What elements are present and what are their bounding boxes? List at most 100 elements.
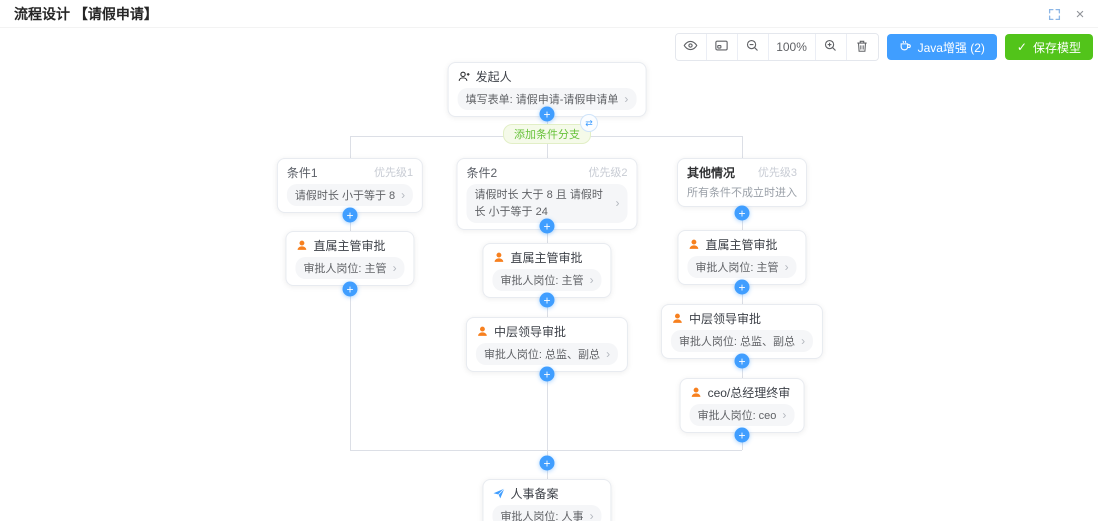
node-title: 中层领导审批: [493, 324, 566, 339]
condition-priority: 优先级1: [373, 167, 414, 179]
connector-line: [350, 279, 351, 450]
add-node-button[interactable]: [734, 427, 750, 443]
condition-detail: 所有条件不成立时进入: [687, 187, 797, 199]
header: 流程设计 【请假申请】 ×: [0, 0, 1098, 28]
zoom-level: 100%: [769, 34, 816, 60]
detail-text: 审批人岗位: 主管: [500, 275, 584, 287]
java-cup-icon: [899, 39, 912, 55]
chevron-right-icon: [401, 189, 405, 202]
node-detail[interactable]: 审批人岗位: 主管: [687, 256, 797, 278]
condition-priority: 优先级3: [757, 167, 797, 179]
approval-node[interactable]: 直属主管审批 审批人岗位: 主管: [677, 230, 807, 285]
chevron-right-icon: [801, 335, 805, 348]
approval-node[interactable]: 中层领导审批 审批人岗位: 总监、副总: [660, 304, 824, 359]
start-node[interactable]: 发起人 填写表单: 请假申请-请假申请单: [447, 62, 647, 117]
node-detail[interactable]: 填写表单: 请假申请-请假申请单: [457, 88, 637, 110]
save-model-button[interactable]: 保存模型: [1004, 34, 1093, 60]
detail-text: 审批人岗位: 总监、副总: [483, 349, 601, 361]
add-condition-branch-button[interactable]: 添加条件分支: [503, 124, 591, 144]
flow-canvas[interactable]: 100% Java增强 (2) 保存模型: [0, 28, 1098, 521]
node-title: 发起人: [475, 69, 512, 84]
node-title: 直属主管审批: [510, 250, 583, 265]
connector-line: [350, 136, 351, 158]
add-node-button[interactable]: [539, 292, 555, 308]
zoom-out-icon: [745, 38, 760, 56]
zoom-in-icon: [823, 38, 838, 56]
paper-plane-icon: [492, 487, 505, 500]
chevron-right-icon: [590, 510, 594, 521]
condition-node[interactable]: 条件1 优先级1 请假时长 小于等于 8: [276, 158, 424, 213]
node-detail[interactable]: 审批人岗位: 人事: [492, 505, 602, 521]
detail-text: 审批人岗位: ceo: [697, 410, 777, 422]
approver-icon: [492, 251, 505, 264]
approval-node[interactable]: ceo/总经理终审 审批人岗位: ceo: [679, 378, 805, 433]
detail-text: 审批人岗位: 主管: [303, 263, 387, 275]
java-enhance-label: Java增强 (2): [917, 40, 985, 55]
add-node-button[interactable]: [539, 218, 555, 234]
zoom-in-button[interactable]: [815, 34, 847, 60]
add-node-button[interactable]: [734, 205, 750, 221]
node-title: ceo/总经理终审: [707, 385, 791, 400]
add-node-button[interactable]: [342, 281, 358, 297]
check-icon: [1017, 40, 1027, 54]
window-controls: ×: [1046, 0, 1088, 28]
approver-icon: [687, 238, 700, 251]
condition-detail[interactable]: 请假时长 大于 8 且 请假时长 小于等于 24: [466, 184, 628, 223]
node-title: 直属主管审批: [313, 238, 386, 253]
zoom-out-button[interactable]: [737, 34, 769, 60]
detail-text: 填写表单: 请假申请-请假申请单: [465, 94, 619, 106]
condition-title: 条件1: [286, 165, 318, 180]
minimap-button[interactable]: [706, 34, 738, 60]
approver-icon: [671, 312, 684, 325]
add-node-button[interactable]: [342, 207, 358, 223]
chevron-right-icon: [782, 409, 786, 422]
canvas-toolbar: 100% Java增强 (2) 保存模型: [674, 33, 1093, 61]
condition-title: 条件2: [466, 165, 498, 180]
chevron-right-icon: [616, 197, 620, 210]
node-title: 人事备案: [510, 486, 559, 501]
add-node-button[interactable]: [734, 279, 750, 295]
node-title: 直属主管审批: [705, 237, 778, 252]
delete-button[interactable]: [846, 34, 878, 60]
trash-icon: [855, 39, 869, 56]
close-icon[interactable]: ×: [1075, 5, 1085, 23]
save-model-label: 保存模型: [1032, 40, 1081, 55]
minimap-icon: [714, 38, 729, 56]
add-node-button[interactable]: [734, 353, 750, 369]
approver-icon: [295, 239, 308, 252]
approver-icon: [476, 325, 489, 338]
cc-node[interactable]: 人事备案 审批人岗位: 人事: [482, 479, 612, 521]
approval-node[interactable]: 直属主管审批 审批人岗位: 主管: [482, 243, 612, 298]
detail-text: 审批人岗位: 主管: [695, 262, 779, 274]
page-title: 流程设计 【请假申请】: [14, 5, 158, 22]
fullscreen-icon[interactable]: [1046, 6, 1062, 22]
node-detail[interactable]: 审批人岗位: 主管: [295, 257, 405, 279]
condition-detail[interactable]: 请假时长 小于等于 8: [286, 184, 414, 206]
preview-button[interactable]: [675, 34, 707, 60]
approval-node[interactable]: 中层领导审批 审批人岗位: 总监、副总: [465, 317, 629, 372]
chevron-right-icon: [393, 262, 397, 275]
swap-branch-icon[interactable]: ⇄: [580, 114, 598, 132]
add-node-button[interactable]: [539, 366, 555, 382]
node-title: 中层领导审批: [688, 311, 761, 326]
connector-line: [547, 365, 548, 450]
condition-title: 其他情况: [687, 165, 736, 180]
connector-line: [742, 136, 743, 158]
detail-text: 请假时长 小于等于 8: [294, 190, 396, 202]
detail-text: 审批人岗位: 人事: [500, 511, 584, 521]
eye-icon: [683, 38, 698, 56]
detail-text: 审批人岗位: 总监、副总: [678, 336, 796, 348]
node-detail[interactable]: 审批人岗位: 主管: [492, 269, 602, 291]
condition-node[interactable]: 其他情况 优先级3 所有条件不成立时进入: [677, 158, 807, 207]
node-detail[interactable]: 审批人岗位: 总监、副总: [670, 330, 814, 352]
node-detail[interactable]: 审批人岗位: 总监、副总: [475, 343, 619, 365]
chevron-right-icon: [590, 274, 594, 287]
chevron-right-icon: [624, 93, 628, 106]
detail-text: 请假时长 大于 8 且 请假时长 小于等于 24: [474, 189, 603, 218]
node-detail[interactable]: 审批人岗位: ceo: [689, 404, 795, 426]
approval-node[interactable]: 直属主管审批 审批人岗位: 主管: [285, 231, 415, 286]
add-node-button[interactable]: [539, 106, 555, 122]
add-node-button[interactable]: [539, 455, 555, 471]
java-enhance-button[interactable]: Java增强 (2): [886, 34, 997, 60]
